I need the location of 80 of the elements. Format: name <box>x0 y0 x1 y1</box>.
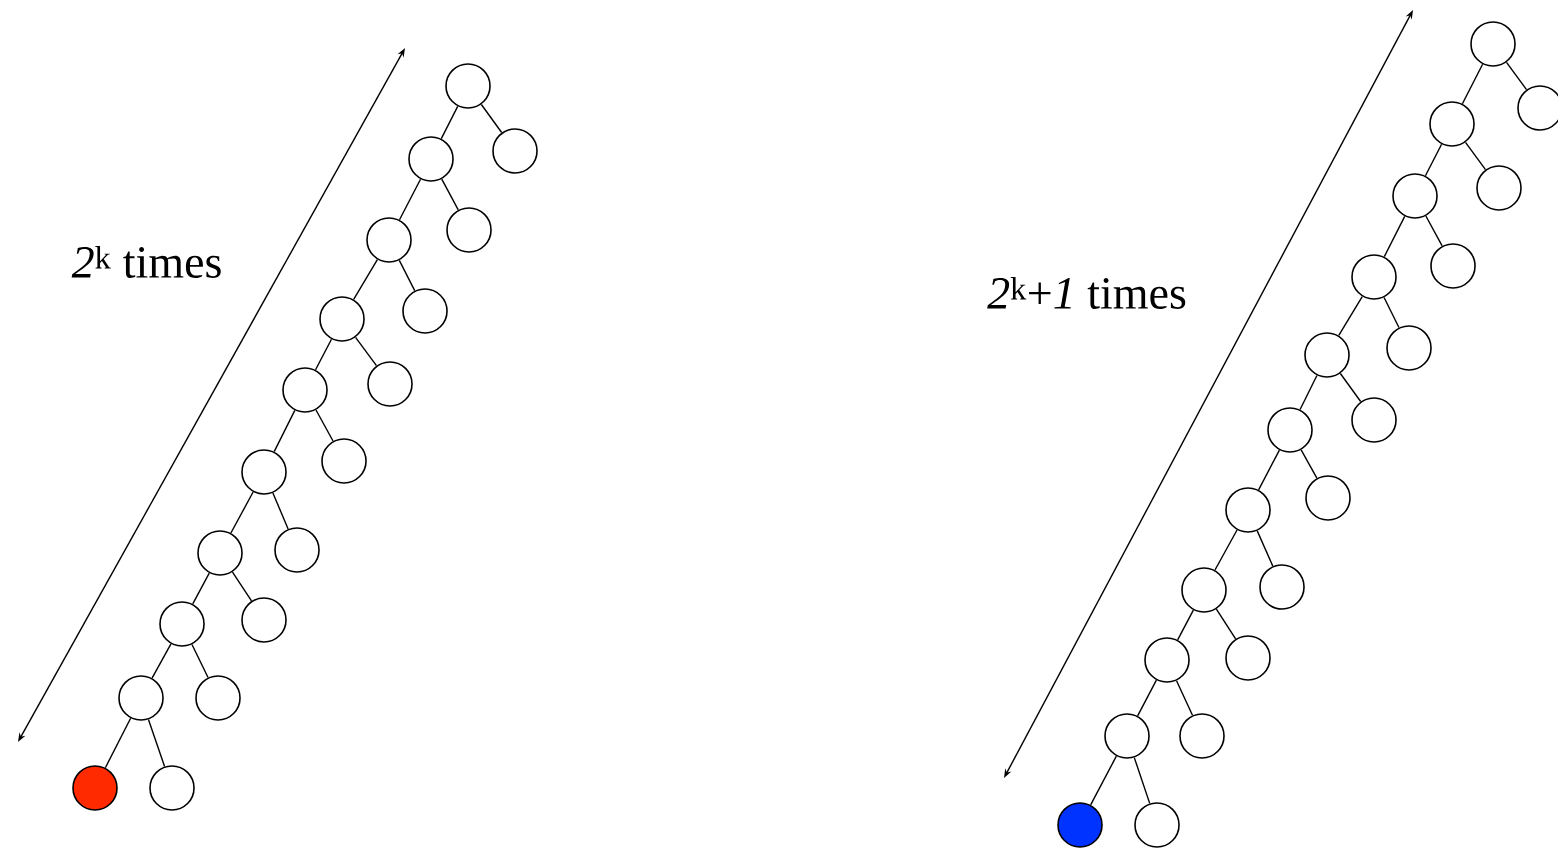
tree-node <box>1430 243 1476 289</box>
tree-edge <box>440 105 459 140</box>
tree-edge <box>1425 215 1443 247</box>
tree-edge <box>1339 372 1362 403</box>
tree-edge <box>1383 296 1400 329</box>
tree-edge <box>314 338 333 371</box>
tree-node <box>72 765 118 811</box>
tree-node <box>195 675 241 721</box>
tree-node <box>1304 332 1350 378</box>
tree-node <box>367 361 413 407</box>
tree-node <box>1470 21 1516 67</box>
tree-node <box>319 296 365 342</box>
tree-edge <box>231 571 253 602</box>
tree-node <box>1057 802 1103 848</box>
tree-edge <box>315 409 334 442</box>
tree-edge <box>354 336 378 367</box>
tree-node <box>1351 254 1397 300</box>
tree-edge <box>1256 530 1274 567</box>
tree-node <box>274 527 320 573</box>
tree-edge <box>151 643 172 679</box>
tree-node <box>118 675 164 721</box>
tree-node <box>1144 637 1190 683</box>
tree-edge <box>272 492 289 530</box>
repetition-label: 2$^{k}$+1 times <box>987 277 1186 309</box>
tree-node <box>1517 85 1558 131</box>
tree-edge <box>1300 449 1318 479</box>
tree-node <box>366 217 412 263</box>
tree-edge <box>1176 609 1195 641</box>
tree-edge <box>1461 63 1484 105</box>
tree-edge <box>1089 755 1118 806</box>
tree-node <box>1386 325 1432 371</box>
tree-node <box>197 530 243 576</box>
tree-edge <box>398 259 416 292</box>
tree-node <box>1259 564 1305 610</box>
tree-edge <box>1424 143 1443 177</box>
tree-edge <box>1136 679 1158 717</box>
tree-node <box>1179 713 1225 759</box>
tree-node <box>1305 475 1351 521</box>
tree-edge <box>1383 215 1406 258</box>
tree-node <box>402 288 448 334</box>
tree-edge <box>230 491 254 534</box>
tree-node <box>1392 173 1438 219</box>
tree-node <box>1267 407 1313 453</box>
tree-edge <box>1214 529 1238 571</box>
tree-node <box>241 597 287 643</box>
tree-node <box>446 207 492 253</box>
tree-node <box>321 438 367 484</box>
tree-edge <box>1505 61 1528 91</box>
tree-edge <box>191 643 209 679</box>
tree-node <box>1225 487 1271 533</box>
tree-node <box>159 601 205 647</box>
tree-node <box>282 367 328 413</box>
tree-node <box>1134 802 1180 848</box>
tree-edge <box>398 178 422 221</box>
tree-node <box>492 128 538 174</box>
tree-edge <box>1338 295 1363 337</box>
repetition-label: 2$^{k}$ times <box>71 246 221 278</box>
tree-node <box>241 449 287 495</box>
tree-node <box>1429 101 1475 147</box>
tree-edge <box>147 718 166 768</box>
tree-edge <box>104 717 132 769</box>
tree-edge <box>1299 374 1318 411</box>
tree-node <box>1225 635 1271 681</box>
tree-node <box>149 765 195 811</box>
tree-edge <box>441 178 459 211</box>
tree-node <box>1181 567 1227 613</box>
tree-edge <box>352 258 379 301</box>
tree-edge <box>1175 680 1194 716</box>
tree-node <box>1104 713 1150 759</box>
tree-edge <box>273 409 296 453</box>
tree-edge <box>480 103 503 134</box>
tree-node <box>1476 165 1522 211</box>
tree-node <box>408 136 454 182</box>
tree-node <box>445 63 491 109</box>
tree-edge <box>1133 756 1151 805</box>
tree-edge <box>1215 608 1237 640</box>
tree-edge <box>1257 449 1281 491</box>
tree-edge <box>1464 141 1487 171</box>
tree-node <box>1351 397 1397 443</box>
tree-edge <box>192 572 210 605</box>
